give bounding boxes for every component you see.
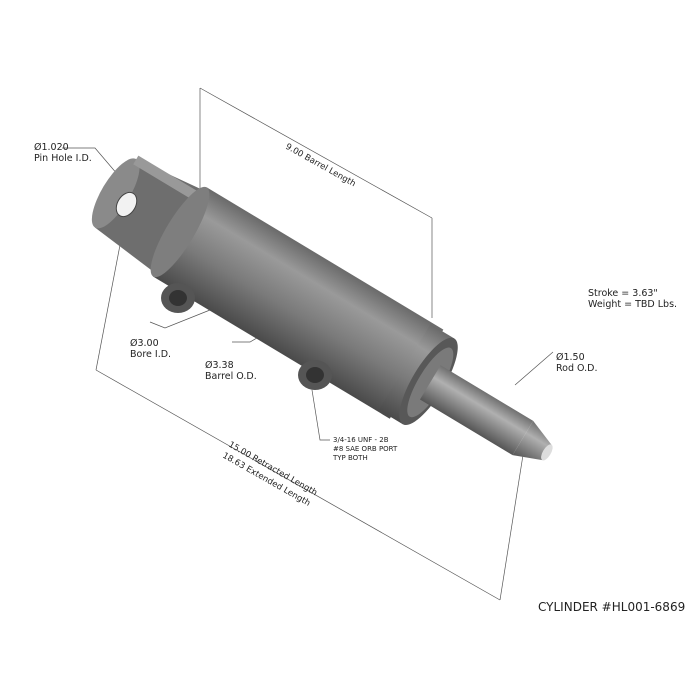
stroke-spec: Stroke = 3.63" [588,288,658,299]
drawing-title: CYLINDER #HL001-6869 [538,600,686,614]
bore-dia: Ø3.00 [130,338,159,349]
bore-label: Bore I.D. [130,349,172,360]
specs: Stroke = 3.63"Weight = TBD Lbs. [588,288,677,310]
pin-hole-dia: Ø1.020 [34,142,69,153]
port-type: #8 SAE ORB PORT [333,445,398,453]
barrel-od-dia: Ø3.38 [205,360,234,371]
barrel-length-dim: 9.00 Barrel Length [284,142,358,189]
port-note: TYP BOTH [333,454,368,462]
weight-spec: Weight = TBD Lbs. [588,299,678,310]
ports [161,283,332,390]
cylinder-body [91,155,553,461]
port-thread: 3/4-16 UNF - 2B [333,436,389,444]
dimension-lines [62,87,554,601]
rod-label: Rod O.D. [556,363,598,374]
rod-dia: Ø1.50 [556,352,585,363]
barrel-od-label: Barrel O.D. [205,371,257,382]
pin-hole-label: Pin Hole I.D. [34,153,92,164]
